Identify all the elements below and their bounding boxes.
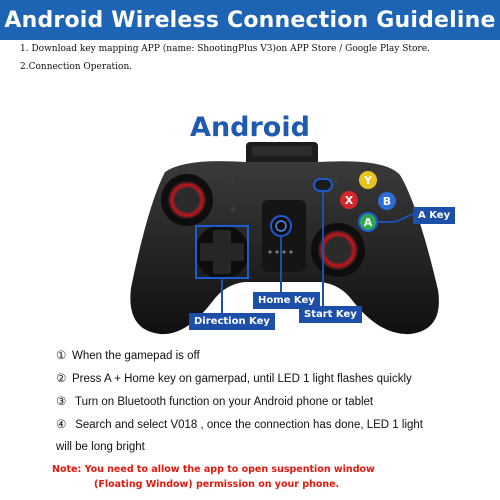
a-key-callout: A Key bbox=[413, 207, 456, 224]
start-key-callout: Start Key bbox=[299, 306, 362, 323]
left-analog-stick bbox=[161, 174, 213, 226]
face-buttons bbox=[340, 171, 396, 232]
step-number: ① bbox=[56, 350, 67, 362]
note-line-2: (Floating Window) permission on your pho… bbox=[94, 479, 340, 490]
home-key-callout: Home Key bbox=[253, 292, 320, 309]
led-indicators bbox=[268, 250, 293, 254]
step-text: Search and select V018 , once the connec… bbox=[72, 419, 423, 431]
button-a-label: A bbox=[364, 216, 373, 229]
step-2: ② Press A + Home key on gamerpad, until L… bbox=[56, 372, 486, 395]
step-text-continuation: will be long bright bbox=[56, 441, 145, 453]
permission-note: Note: You need to allow the app to open … bbox=[52, 462, 472, 492]
header-banner: Android Wireless Connection Guideline bbox=[0, 0, 500, 40]
right-analog-stick bbox=[311, 223, 365, 277]
platform-title: Android bbox=[190, 112, 310, 143]
step-4: ④ Search and select V018 , once the conn… bbox=[56, 418, 486, 455]
page-title: Android Wireless Connection Guideline bbox=[4, 7, 496, 33]
direction-pad bbox=[195, 225, 249, 279]
direction-key-callout: Direction Key bbox=[189, 313, 275, 330]
step-3: ③ Turn on Bluetooth function on your And… bbox=[56, 395, 486, 418]
start-button bbox=[313, 178, 333, 192]
instruction-connection: 2.Connection Operation. bbox=[20, 62, 133, 72]
step-number: ② bbox=[56, 373, 67, 385]
step-text: When the gamepad is off bbox=[72, 350, 200, 362]
callout-lines bbox=[221, 191, 414, 313]
steps-list: ① When the gamepad is off ② Press A + Home… bbox=[56, 349, 486, 455]
button-b-label: B bbox=[383, 195, 391, 208]
step-text: Turn on Bluetooth function on your Andro… bbox=[72, 396, 374, 408]
step-number: ③ bbox=[56, 396, 67, 408]
step-text: Press A + Home key on gamerpad, until LE… bbox=[72, 373, 412, 385]
step-number: ④ bbox=[56, 419, 67, 431]
home-button bbox=[270, 215, 292, 237]
button-y-label: Y bbox=[363, 174, 373, 187]
gamepad-illustration: Y X B A bbox=[130, 142, 439, 335]
step-1: ① When the gamepad is off bbox=[56, 349, 486, 372]
instruction-download: 1. Download key mapping APP (name: Shoot… bbox=[20, 44, 430, 54]
note-line-1: Note: You need to allow the app to open … bbox=[52, 464, 375, 475]
button-x-label: X bbox=[345, 194, 354, 207]
